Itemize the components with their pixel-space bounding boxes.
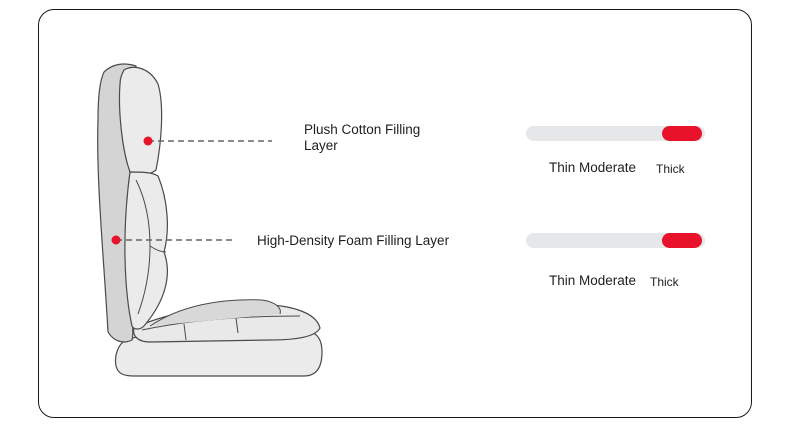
backrest-lower-cushion [124,171,168,330]
backrest-lumbar-crease [149,245,167,253]
foam-thickness-bar [526,233,705,248]
seat-seam-2 [235,317,239,334]
foam-marker-dot [111,235,121,245]
plush-layer-label: Plush Cotton Filling Layer [304,122,420,154]
seat-inner-bolster [149,299,281,327]
foam-thickness-indicator [661,233,702,248]
plush-label-line1: Plush Cotton Filling [304,122,421,137]
plush-thickness-indicator [661,126,702,141]
foam-layer-label: High-Density Foam Filling Layer [257,233,450,248]
plush-label-line2: Layer [304,138,338,153]
foam-scale-right: Thick [650,275,679,289]
plush-scale-right: Thick [656,162,685,176]
seat-seam-1 [183,323,187,341]
plush-marker-dot [143,136,153,146]
plush-scale-left: Thin Moderate [549,160,637,175]
foam-scale-left: Thin Moderate [549,273,637,288]
backrest-upper-cushion [118,66,163,177]
plush-thickness-bar [526,126,705,141]
